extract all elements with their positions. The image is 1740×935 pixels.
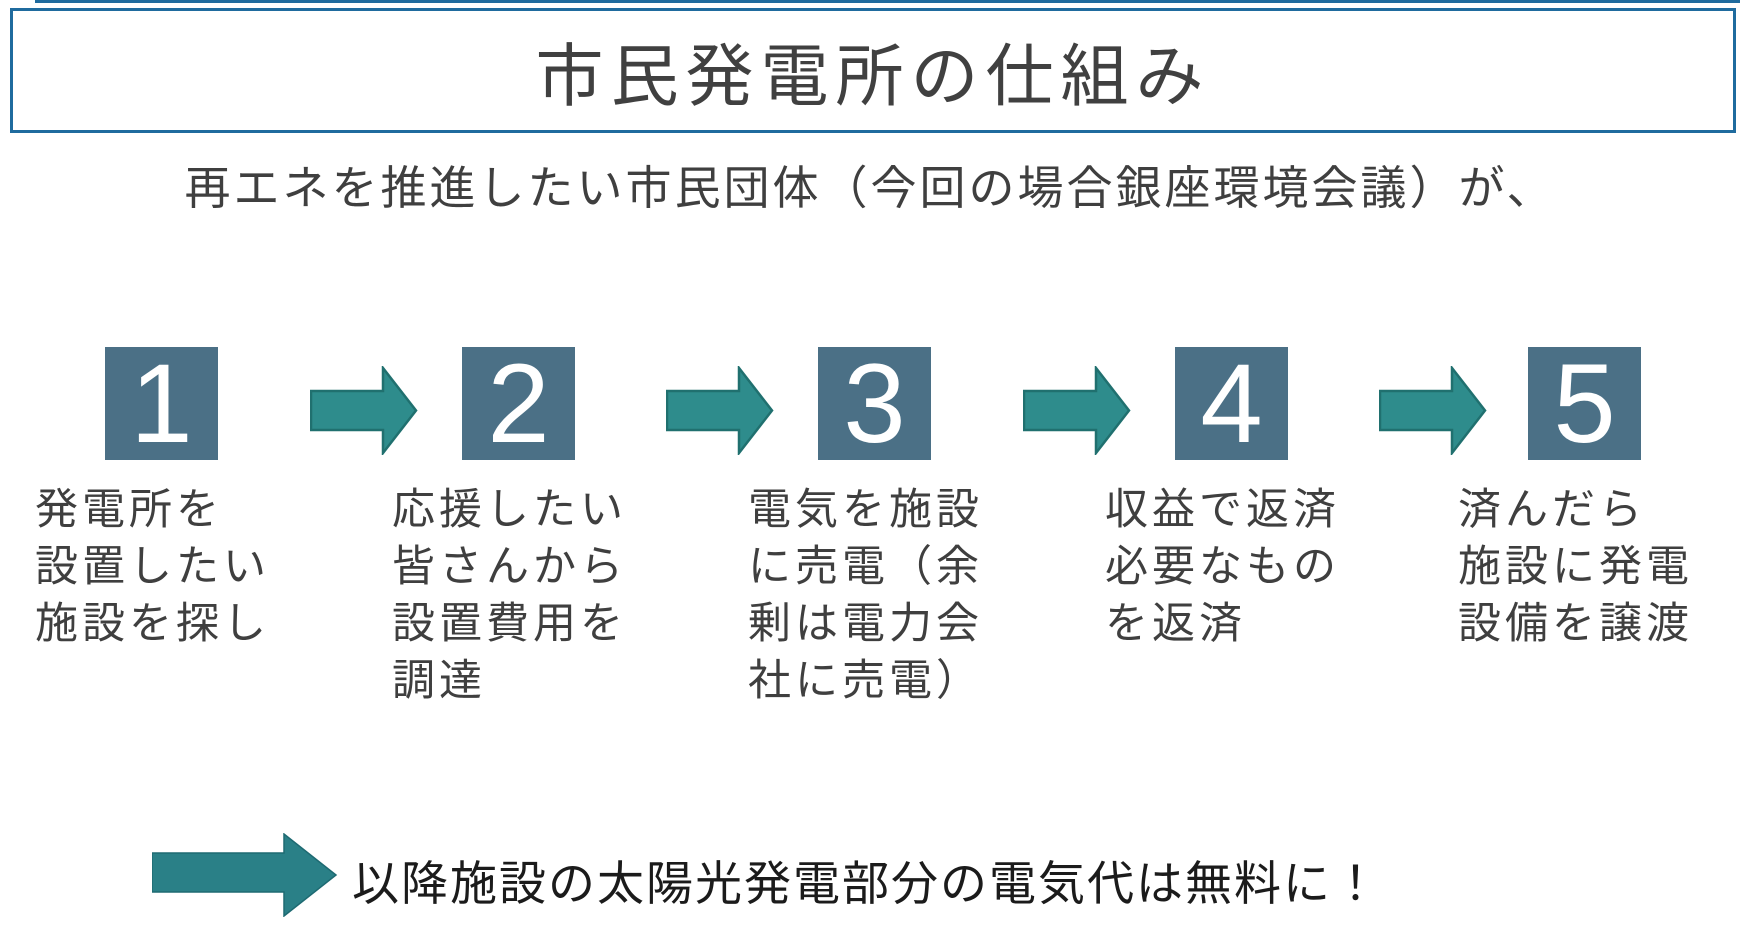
step-2-number-box: 2 [462,347,575,460]
step-2-number: 2 [487,341,550,466]
step-4-number-box: 4 [1175,347,1288,460]
title-box: 市民発電所の仕組み [10,8,1736,133]
step-3-label: 電気を施設 に売電（余 剰は電力会 社に売電） [748,486,983,705]
step-3-number-box: 3 [818,347,931,460]
step-5-number: 5 [1553,341,1616,466]
right-arrow-icon-4 [1379,366,1487,455]
right-arrow-icon-1 [310,366,418,455]
footer-conclusion: 以降施設の太陽光発電部分の電気代は無料に！ [352,857,1381,910]
right-arrow-icon-3 [1023,366,1131,455]
step-4-label: 収益で返済 必要なもの を返済 [1105,486,1340,648]
step-1-number: 1 [130,341,193,466]
right-arrow-icon-footer [152,833,338,917]
step-5-label: 済んだら 施設に発電 設備を譲渡 [1458,486,1693,648]
page-title: 市民発電所の仕組み [535,39,1211,115]
step-1-number-box: 1 [105,347,218,460]
step-5-number-box: 5 [1528,347,1641,460]
top-accent-line [35,0,1740,3]
right-arrow-icon-2 [666,366,774,455]
subtitle: 再エネを推進したい市民団体（今回の場合銀座環境会議）が、 [184,162,1556,214]
step-2-label: 応援したい 皆さんから 設置費用を 調達 [392,486,627,705]
step-4-number: 4 [1200,341,1263,466]
step-3-number: 3 [843,341,906,466]
step-1-label: 発電所を 設置したい 施設を探し [35,486,270,648]
